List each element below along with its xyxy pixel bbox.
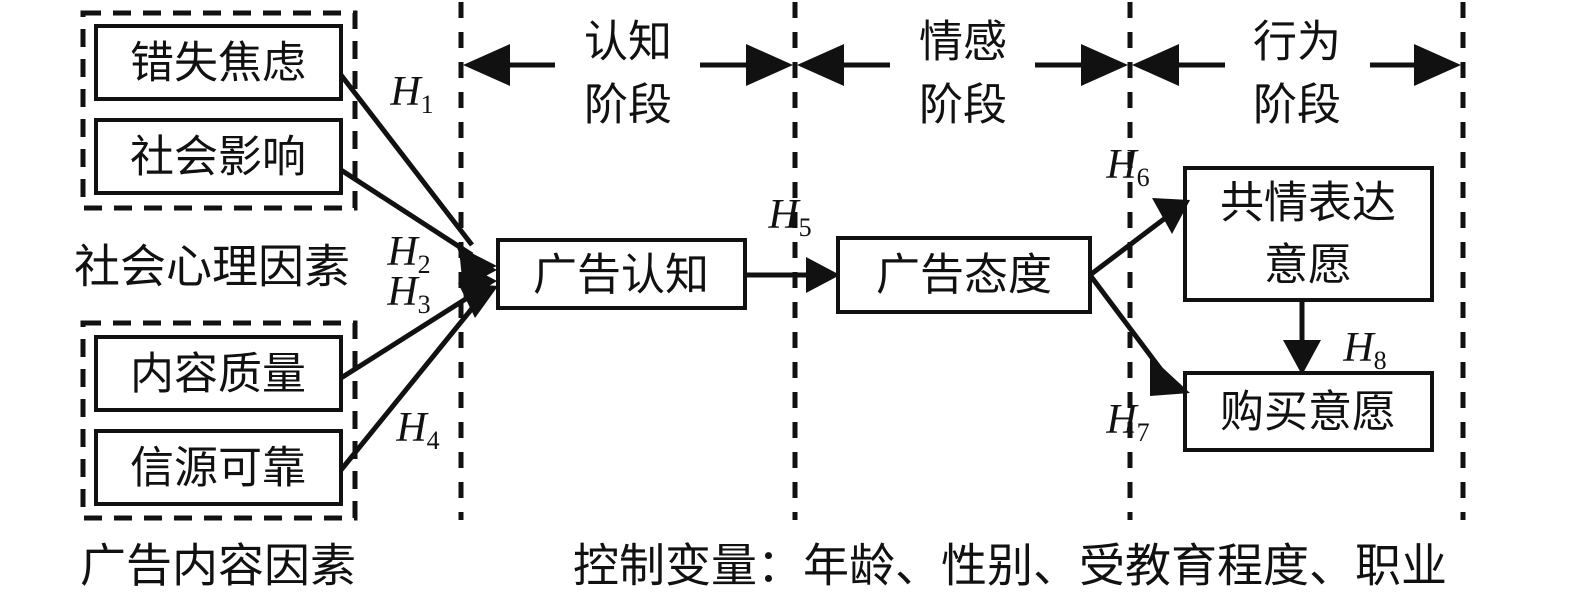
hypothesis-label-h6: H6: [1105, 142, 1149, 192]
node-box-purchase-intention[interactable]: [1183, 371, 1434, 452]
stage-arrow-cognitive-right: [700, 44, 793, 86]
node-label-empathy-line2: 意愿: [1264, 241, 1352, 290]
node-box-ad-attitude[interactable]: [836, 236, 1092, 314]
hypothesis-label-h4: H4: [395, 405, 439, 455]
hypothesis-label-h3: H3: [386, 269, 430, 319]
stage-arrow-behavioral-left: [1132, 44, 1225, 86]
hypothesis-label-h2: H2: [386, 229, 430, 279]
stage-label-cognitive-line2: 阶段: [584, 81, 672, 130]
edge-h4: [339, 283, 498, 472]
stage-arrow-cognitive-left: [463, 44, 555, 86]
node-box-empathy-expression[interactable]: [1183, 166, 1434, 302]
hypothesis-label-h1: H1: [389, 69, 433, 119]
node-box-social-influence[interactable]: [94, 118, 343, 195]
node-label-social-influence: 社会影响: [130, 133, 306, 182]
hypothesis-label-h7: H7: [1105, 397, 1149, 447]
node-label-fomo: 错失焦虑: [130, 39, 306, 88]
group-caption-ad-content: 广告内容因素: [80, 541, 356, 592]
stage-label-cognitive-line1: 认知: [584, 18, 672, 67]
stage-arrow-affective-right: [1035, 44, 1128, 86]
edge-h6: [1088, 198, 1190, 277]
edge-h5: [745, 257, 840, 293]
edge-h7: [1088, 273, 1190, 396]
node-box-source-credibility[interactable]: [94, 429, 343, 506]
stage-arrow-behavioral-right: [1370, 44, 1461, 86]
node-label-ad-cognition: 广告认知: [533, 251, 709, 300]
node-label-source-credibility: 信源可靠: [130, 444, 306, 493]
stage-label-behavioral-line1: 行为: [1253, 18, 1341, 67]
stage-label-behavioral-line2: 阶段: [1253, 81, 1341, 130]
hypothesis-label-h5: H5: [767, 192, 811, 242]
node-box-fomo[interactable]: [94, 24, 343, 101]
node-label-ad-attitude: 广告态度: [876, 251, 1052, 300]
node-label-purchase-intention: 购买意愿: [1220, 388, 1396, 437]
edge-h8: [1283, 300, 1321, 375]
node-label-content-quality: 内容质量: [130, 350, 306, 399]
control-variables-label: 控制变量：年龄、性别、受教育程度、职业: [573, 541, 1447, 592]
stage-label-affective-line1: 情感: [919, 18, 1007, 67]
node-box-content-quality[interactable]: [94, 335, 343, 412]
stage-label-affective-line2: 阶段: [919, 81, 1007, 130]
edge-h3: [339, 262, 497, 381]
stage-arrow-affective-left: [797, 44, 890, 86]
group-box-ad-content: [80, 320, 358, 521]
hypothesis-label-h8: H8: [1342, 325, 1386, 375]
node-label-empathy-line1: 共情表达: [1220, 179, 1396, 228]
group-caption-social-psych: 社会心理因素: [74, 242, 350, 293]
group-box-social-psych: [80, 10, 358, 211]
